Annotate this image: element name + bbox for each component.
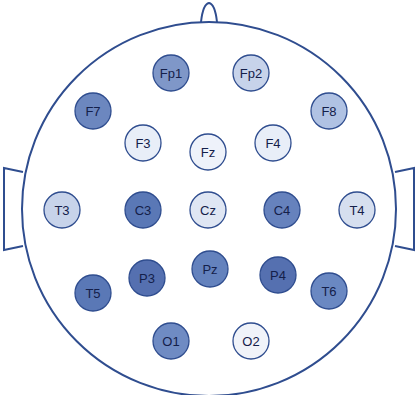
electrode: F3 (124, 124, 162, 162)
electrode-circle (233, 55, 269, 91)
electrode-circle (190, 134, 226, 170)
electrode-circle (125, 125, 161, 161)
electrode-label: C4 (274, 203, 291, 218)
left-ear (4, 168, 23, 250)
electrode-circle (264, 192, 300, 228)
electrode-circle (260, 257, 296, 293)
electrode-circle (233, 323, 269, 359)
electrode-circle (255, 125, 291, 161)
electrode-label: F7 (85, 104, 100, 119)
electrode-label: T5 (85, 286, 100, 301)
electrode-circle (190, 192, 226, 228)
electrode-circle (153, 323, 189, 359)
electrode-label: F4 (265, 136, 280, 151)
electrode-label: O2 (242, 334, 259, 349)
electrode-label: Fp1 (160, 66, 182, 81)
electrode-circle (75, 93, 111, 129)
electrode: F4 (254, 124, 292, 162)
electrode: P4 (259, 256, 297, 294)
electrode-label: T3 (54, 203, 69, 218)
electrode: T6 (310, 272, 348, 310)
head-circle (22, 22, 396, 395)
electrode-label: P4 (270, 268, 286, 283)
electrode-circle (311, 93, 347, 129)
electrode: Fp2 (232, 54, 270, 92)
electrode: Cz (189, 191, 227, 229)
electrode-circle (75, 275, 111, 311)
electrode: T3 (43, 191, 81, 229)
right-ear (395, 168, 414, 250)
electrode: F8 (310, 92, 348, 130)
electrode: Fz (189, 133, 227, 171)
electrode-label: C3 (135, 203, 152, 218)
electrode: T4 (338, 191, 376, 229)
electrode-label: Cz (200, 203, 216, 218)
electrode: O2 (232, 322, 270, 360)
electrode-circle (129, 260, 165, 296)
electrode-circle (125, 192, 161, 228)
electrode: C3 (124, 191, 162, 229)
electrode-circle (192, 251, 228, 287)
electrode-label: P3 (139, 271, 155, 286)
electrode-label: F3 (135, 136, 150, 151)
electrode-label: Fp2 (240, 66, 262, 81)
electrode-circle (311, 273, 347, 309)
electrode: T5 (74, 274, 112, 312)
electrode-label: O1 (162, 334, 179, 349)
electrode: Fp1 (152, 54, 190, 92)
electrode-circle (153, 55, 189, 91)
electrode-circle (339, 192, 375, 228)
electrode: O1 (152, 322, 190, 360)
electrode-circle (44, 192, 80, 228)
nose (201, 3, 217, 22)
electrode: P3 (128, 259, 166, 297)
electrode-label: Fz (201, 145, 215, 160)
electrode-label: F8 (321, 104, 336, 119)
electrode: C4 (263, 191, 301, 229)
electrode: Pz (191, 250, 229, 288)
electrode: F7 (74, 92, 112, 130)
electrode-label: T4 (349, 203, 364, 218)
electrode-label: T6 (321, 284, 336, 299)
electrode-label: Pz (202, 262, 217, 277)
